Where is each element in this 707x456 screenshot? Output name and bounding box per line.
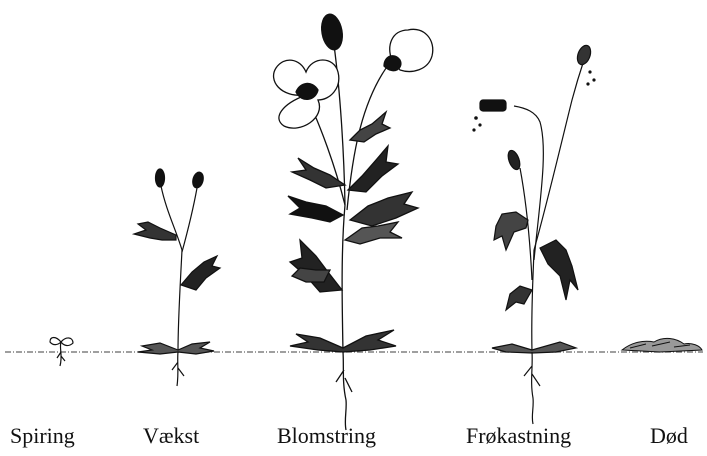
stage-label-growth: Vækst — [143, 425, 199, 447]
stage-flowering-plant — [274, 13, 433, 430]
stage-label-seed-dispersal: Frøkastning — [466, 425, 571, 447]
stage-label-flowering: Blomstring — [277, 425, 376, 447]
stage-growth-plant — [134, 169, 220, 386]
stage-death-plant — [622, 338, 702, 352]
stage-label-germination: Spiring — [10, 425, 75, 447]
stage-label-death: Død — [650, 425, 688, 447]
stage-seed-dispersal-plant — [473, 44, 595, 424]
